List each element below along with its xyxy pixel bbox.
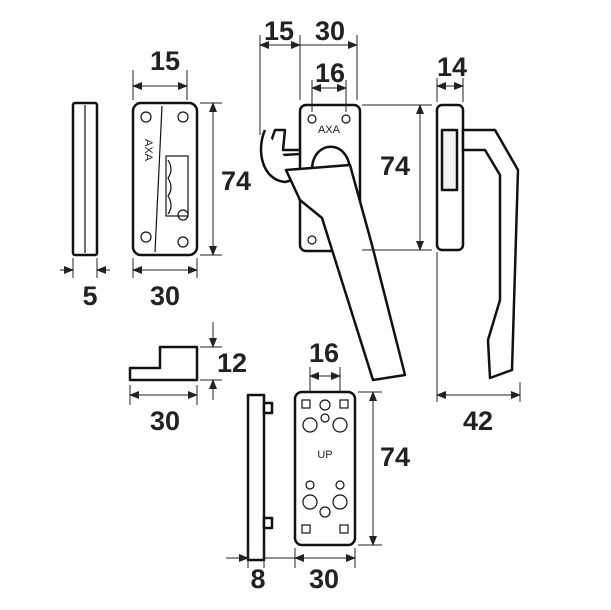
dim-block-height: 12 — [217, 348, 247, 378]
handle-front-view: AXA 15 30 16 74 — [259, 16, 410, 382]
dim-side-total-depth: 42 — [463, 406, 493, 436]
dim-plate-hole-spacing: 16 — [309, 338, 339, 368]
handle-brand: AXA — [318, 124, 341, 136]
up-mark: UP — [317, 449, 332, 461]
keeper-brand: AXA — [142, 139, 154, 162]
dim-handle-hook-offset: 15 — [264, 16, 294, 46]
dim-block-width: 30 — [150, 406, 180, 436]
dim-plate-width: 30 — [309, 564, 339, 594]
dim-plate-height: 74 — [380, 442, 410, 472]
strip-side-view: 5 — [60, 101, 110, 311]
dim-keeper-offset: 15 — [150, 46, 180, 76]
keeper-block: 12 30 — [128, 322, 247, 436]
plate-holes — [301, 399, 349, 534]
dim-keeper-height: 74 — [221, 166, 251, 196]
mounting-plate: UP 16 74 8 30 — [226, 338, 410, 594]
dim-keeper-width: 30 — [150, 281, 180, 311]
dim-handle-hole-spacing: 16 — [315, 58, 345, 88]
dim-side-depth: 14 — [437, 52, 467, 82]
dim-handle-plate-height: 74 — [380, 151, 410, 181]
dim-handle-plate-width: 30 — [315, 16, 345, 46]
dim-strip-thickness: 5 — [82, 281, 97, 311]
handle-side-view: 14 42 — [362, 52, 521, 436]
keeper-plate: AXA 15 74 30 — [131, 46, 251, 311]
dim-plate-thickness: 8 — [250, 564, 265, 594]
